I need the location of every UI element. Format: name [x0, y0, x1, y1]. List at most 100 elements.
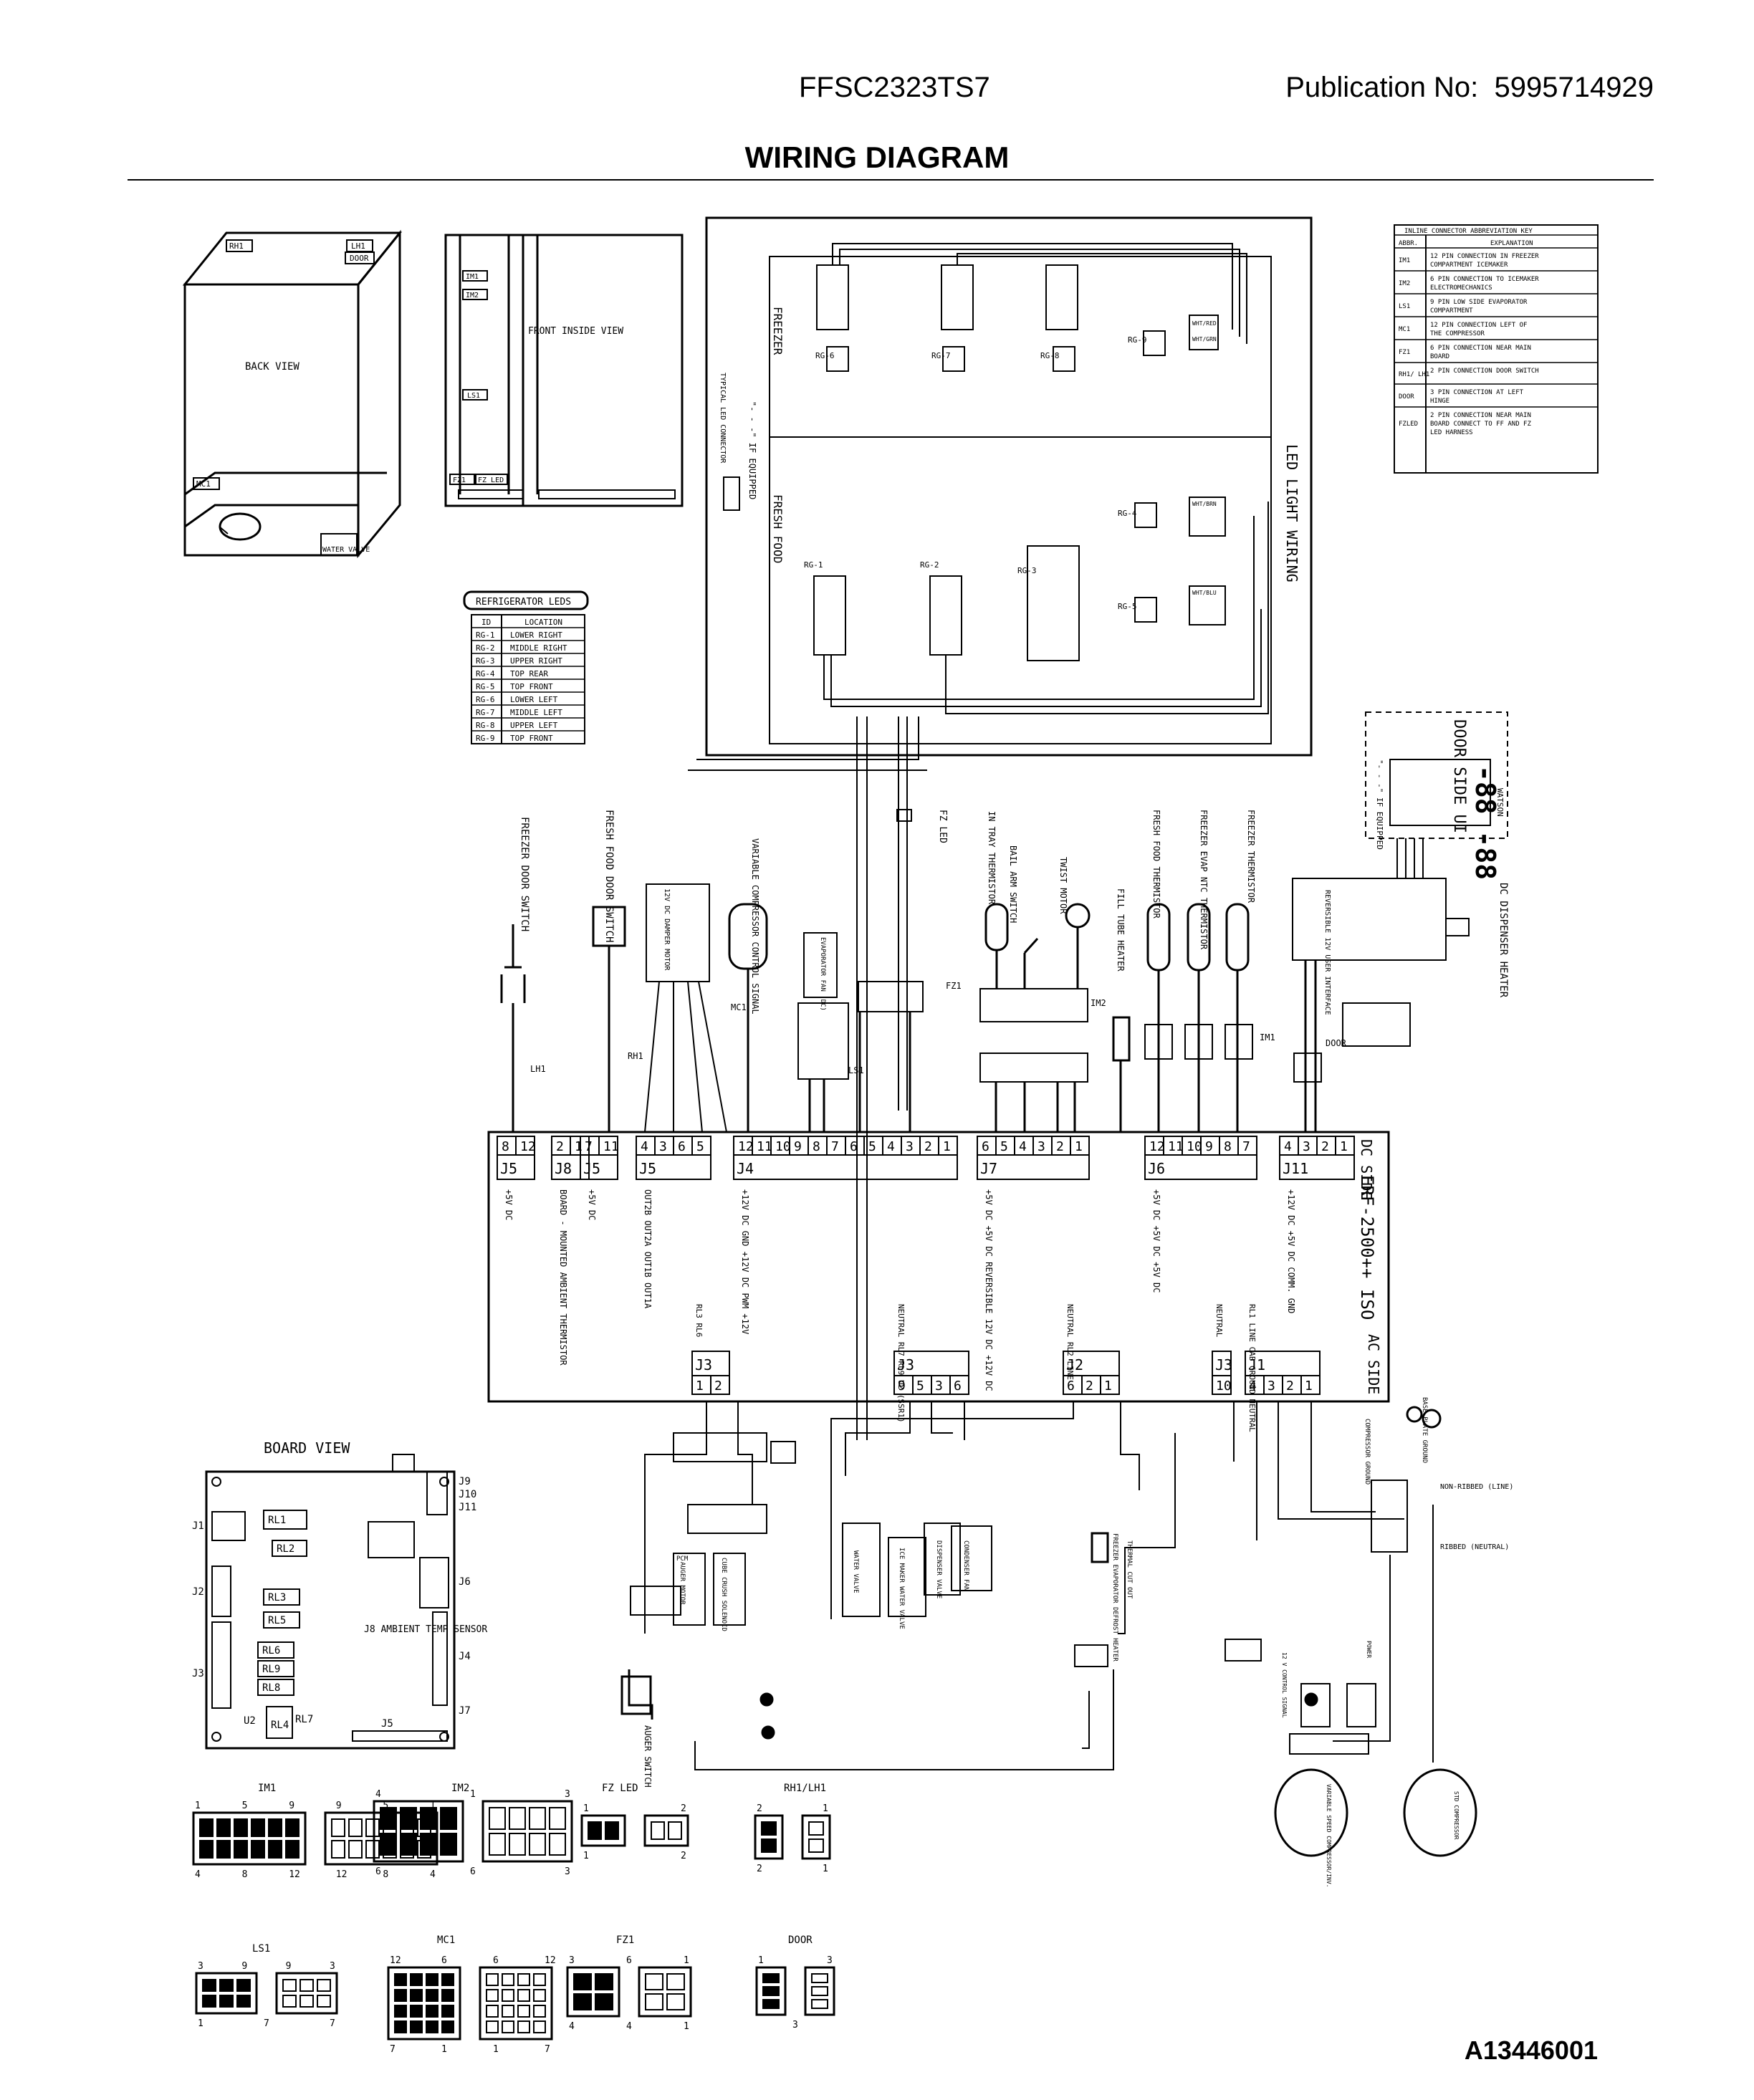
ac-connector-id: J3 — [897, 1356, 914, 1373]
led-tag-fresh: RG-5 — [1118, 602, 1137, 611]
connector-view-pin: 9 — [241, 1961, 247, 1972]
leds-row-location: TOP REAR — [510, 669, 548, 679]
fz-led-label: FZ LED — [937, 810, 948, 843]
leds-row-id: RG-5 — [476, 682, 495, 691]
abbr-row-explanation: THE COMPRESSOR — [1430, 330, 1485, 337]
dc-pin-number: 5 — [696, 1139, 704, 1154]
variable-speed-compressor-label: VARIABLE SPEED COMPRESSOR/INV. — [1326, 1784, 1332, 1888]
connector-view-cavity — [489, 1807, 506, 1830]
leds-row-id: RG-1 — [476, 631, 495, 640]
abbr-row-explanation: LED HARNESS — [1430, 429, 1473, 436]
abbr-row-explanation: COMPARTMENT — [1430, 307, 1473, 315]
ac-pin-number: 10 — [1216, 1379, 1232, 1394]
connector-view-housing — [566, 1966, 620, 2018]
connector-view-cavity — [645, 1993, 663, 2010]
connector-view-cavity — [533, 1989, 546, 2002]
door-ui-interface-label: REVERSIBLE 12V USER INTERFACE — [1323, 890, 1331, 1015]
dc-pin-number: 12 — [1149, 1139, 1165, 1154]
ac-connector-id: J1 — [1248, 1356, 1265, 1373]
evaporator-fan-label: EVAPORATOR FAN (DC) — [819, 937, 826, 1011]
connector-view-cavity — [410, 2020, 423, 2033]
connector-view-cavity — [420, 1833, 437, 1856]
dc-connector-label: +5V DC +5V DC REVERSIBLE 12V DC +12V DC — [984, 1189, 994, 1391]
ac-pin-number: 5 — [916, 1379, 924, 1394]
tag-fz1: FZ1 — [453, 476, 466, 484]
board-view-label: RL3 — [268, 1592, 286, 1603]
abbr-row-abbr: DOOR — [1399, 393, 1414, 401]
dc-pin-number: 7 — [1242, 1139, 1250, 1154]
fz1-label: FZ1 — [946, 981, 962, 991]
publication-number: Publication No: 5995714929 — [1285, 72, 1654, 104]
leds-row-id: RG-7 — [476, 708, 495, 717]
connector-view-cavity — [645, 1973, 663, 1990]
connector-view-housing — [275, 1972, 338, 2015]
abbreviation-key-table — [1394, 224, 1599, 474]
connector-view-cavity — [251, 1840, 265, 1859]
connector-view-cavity — [811, 1999, 828, 2009]
connector-view-name: MC1 — [437, 1934, 455, 1946]
dc-connector-id: J8 — [555, 1160, 572, 1177]
connector-view-cavity — [348, 1818, 363, 1837]
abbr-row-explanation: COMPARTMENT ICEMAKER — [1430, 262, 1508, 269]
connector-view-pin: 1 — [493, 2044, 499, 2055]
connector-view-cavity — [365, 1818, 380, 1837]
dc-pin-number: 6 — [850, 1139, 858, 1154]
connector-view-cavity — [236, 1979, 251, 1992]
connector-view-pin: 3 — [569, 1955, 575, 1966]
connector-view-cavity — [234, 1840, 248, 1859]
freezer-evap-thermistor-label: FREEZER EVAP NTC THERMISTOR — [1199, 810, 1209, 950]
connector-view-pin: 12 — [336, 1869, 348, 1880]
dc-connector-label: +5V DC +5V DC +5V DC — [1151, 1189, 1161, 1293]
dc-pin-number: 9 — [1205, 1139, 1213, 1154]
dc-pin-number: 5 — [868, 1139, 876, 1154]
dc-connector-id: J7 — [980, 1160, 997, 1177]
dc-pin-number: 6 — [982, 1139, 989, 1154]
led-tag-fresh: RG-4 — [1118, 509, 1137, 518]
dc-pin-number: 1 — [575, 1139, 583, 1154]
fill-tube-heater-label: FILL TUBE HEATER — [1116, 888, 1126, 972]
leds-row-id: RG-2 — [476, 643, 495, 653]
auger-motor-box-label: AUGER MOTOR — [679, 1562, 686, 1605]
ac-pin-number: 1 — [696, 1379, 704, 1394]
dc-pin-number: 3 — [659, 1139, 667, 1154]
dc-pin-number: 11 — [757, 1139, 772, 1154]
ac-connector-relays: RL3 RL6 — [694, 1304, 704, 1337]
leds-row-location: TOP FRONT — [510, 682, 553, 691]
twist-motor-label: TWIST MOTOR — [1058, 857, 1068, 914]
compressor-ground-label: COMPRESSOR GROUND — [1364, 1419, 1371, 1485]
fresh-food-door-switch-label: FRESH FOOD DOOR SWITCH — [603, 810, 615, 942]
back-view — [182, 229, 403, 559]
connector-view-pin: 4 — [626, 2021, 632, 2032]
led-tag-fresh: RG-1 — [804, 560, 823, 570]
connector-view-pin: 1 — [758, 1955, 764, 1966]
dc-pin-number: 3 — [1303, 1139, 1310, 1154]
connector-view-pin: 1 — [195, 1801, 201, 1811]
model-number: FFSC2323TS7 — [799, 72, 990, 103]
tag-im2: IM2 — [466, 292, 479, 299]
connector-view-cavity — [517, 2005, 530, 2018]
abbr-row-explanation: 12 PIN CONNECTION LEFT OF — [1430, 322, 1527, 329]
dc-pin-number: 5 — [1000, 1139, 1008, 1154]
leds-row-id: RG-9 — [476, 734, 495, 743]
connector-view-cavity — [365, 1840, 380, 1859]
connector-view-housing — [195, 1972, 258, 2015]
connector-view-cavity — [317, 1995, 331, 2008]
connector-view-cavity — [268, 1818, 282, 1837]
connector-view-cavity — [588, 1821, 602, 1840]
led-tag-fresh: RG-2 — [920, 560, 939, 570]
board-view-label: J11 — [459, 1502, 476, 1513]
board-view — [205, 1454, 456, 1750]
connector-view-pin: 9 — [289, 1801, 294, 1811]
ac-connector-j2 — [1063, 1351, 1120, 1395]
dc-pin-number: 1 — [1340, 1139, 1348, 1154]
connector-view-cavity — [285, 1818, 299, 1837]
abbr-row-explanation: 6 PIN CONNECTION NEAR MAIN — [1430, 345, 1531, 352]
connector-view-cavity — [410, 1989, 423, 2002]
abbr-header-abbr: ABBR. — [1399, 240, 1418, 247]
board-view-label: J4 — [459, 1651, 471, 1662]
connector-view-cavity — [811, 1973, 828, 1983]
connector-view-pin: 1 — [583, 1851, 589, 1861]
leds-row-location: TOP FRONT — [510, 734, 553, 743]
board-view-label: J5 — [381, 1718, 393, 1730]
ac-pin-number: 2 — [1286, 1379, 1294, 1394]
